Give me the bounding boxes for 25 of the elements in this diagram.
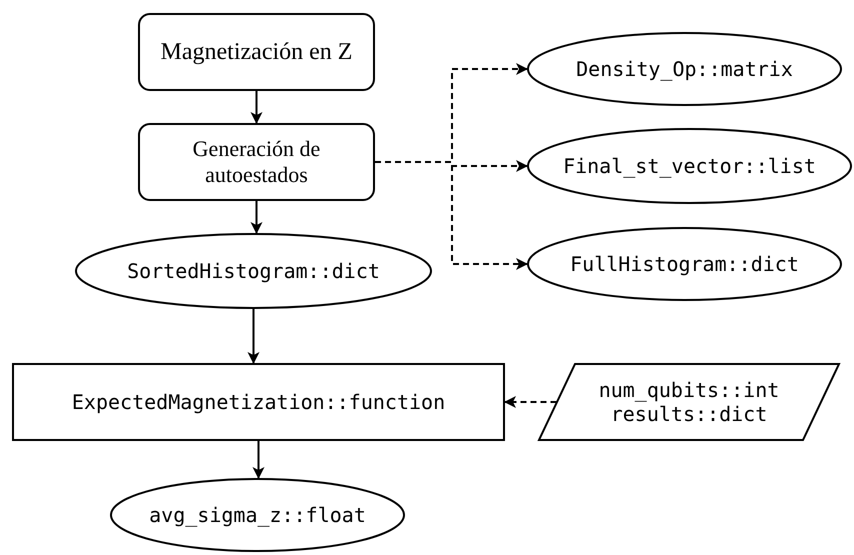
node-label: num_qubits::int bbox=[598, 378, 780, 402]
arrow bbox=[252, 441, 264, 479]
arrow bbox=[504, 396, 556, 408]
data-ellipse bbox=[110, 478, 405, 552]
arrow bbox=[248, 309, 260, 364]
data-ellipse bbox=[527, 128, 852, 204]
node-label: Generación de autoestados bbox=[192, 136, 322, 188]
node-label: FullHistogram::dict bbox=[569, 252, 800, 276]
data-ellipse bbox=[527, 227, 842, 301]
arrow bbox=[375, 161, 528, 270]
node-label: SortedHistogram::dict bbox=[126, 259, 381, 283]
node-label: Final_st_vector::list bbox=[562, 154, 817, 178]
node-label: Density_Op::matrix bbox=[575, 57, 794, 81]
process-box bbox=[138, 13, 375, 91]
node-label: avg_sigma_z::float bbox=[148, 503, 367, 527]
process-box bbox=[138, 123, 375, 201]
function-box bbox=[12, 363, 505, 441]
node-label: results::dict bbox=[610, 402, 768, 426]
arrow bbox=[250, 201, 262, 234]
node-label: ExpectedMagnetization::function bbox=[70, 390, 446, 414]
data-ellipse bbox=[527, 32, 842, 106]
data-ellipse bbox=[75, 233, 432, 309]
arrow bbox=[250, 91, 262, 124]
node-label: Magnetización en Z bbox=[160, 38, 354, 66]
input-parallelogram bbox=[538, 363, 840, 441]
